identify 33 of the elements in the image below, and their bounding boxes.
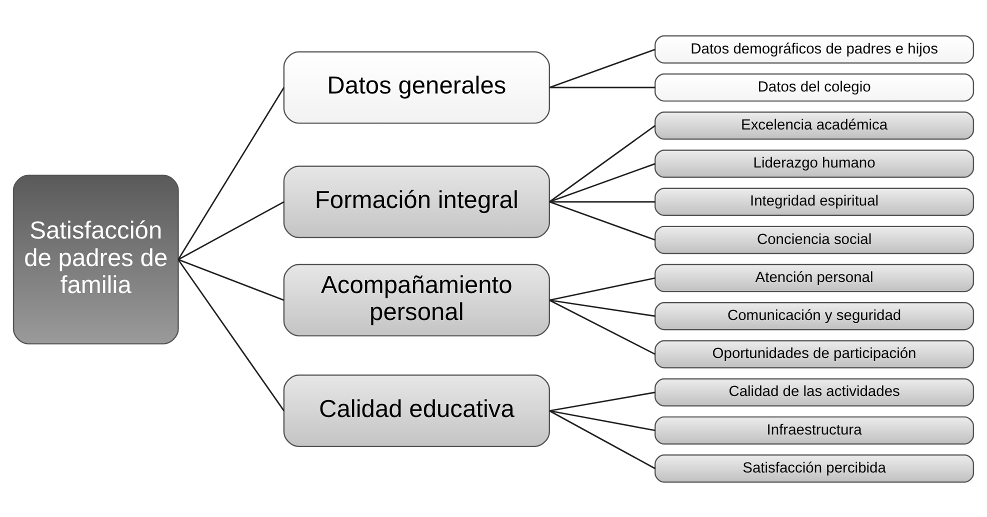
node-box: Satisfacción de padres de familia	[12, 174, 179, 344]
connector	[549, 299, 656, 354]
node-box: Datos del colegio	[654, 72, 974, 102]
node-box: Comunicación y seguridad	[654, 302, 974, 330]
connector	[178, 200, 284, 260]
node-box: Satisfacción percibida	[654, 454, 974, 482]
connector	[549, 48, 656, 88]
connector	[549, 391, 656, 412]
node-box: Atención personal	[654, 263, 974, 292]
connector	[549, 276, 656, 300]
connector	[178, 258, 284, 300]
connector	[549, 200, 656, 202]
node-box: Calidad educativa	[283, 374, 550, 447]
connector	[549, 124, 656, 202]
connector	[178, 86, 285, 260]
connector	[549, 410, 656, 431]
node-box: Datos generales	[283, 50, 550, 124]
node-box: Oportunidades de participación	[654, 340, 974, 368]
node-box: Formación integral	[283, 165, 550, 238]
connector	[549, 200, 656, 240]
connector	[178, 258, 285, 411]
node-box: Infraestructura	[654, 416, 974, 444]
connector	[549, 298, 656, 316]
node-box: Calidad de las actividades	[654, 378, 974, 406]
node-box: Excelencia académica	[654, 111, 974, 140]
node-box: Datos demográficos de padres e hijos	[654, 34, 974, 64]
node-box: Conciencia social	[654, 225, 974, 254]
node-box: Acompañamiento personal	[283, 263, 550, 336]
connector	[549, 86, 656, 88]
node-box: Liderazgo humano	[654, 149, 974, 178]
connector	[549, 410, 656, 469]
node-box: Integridad espiritual	[654, 187, 974, 216]
connector	[549, 162, 656, 202]
